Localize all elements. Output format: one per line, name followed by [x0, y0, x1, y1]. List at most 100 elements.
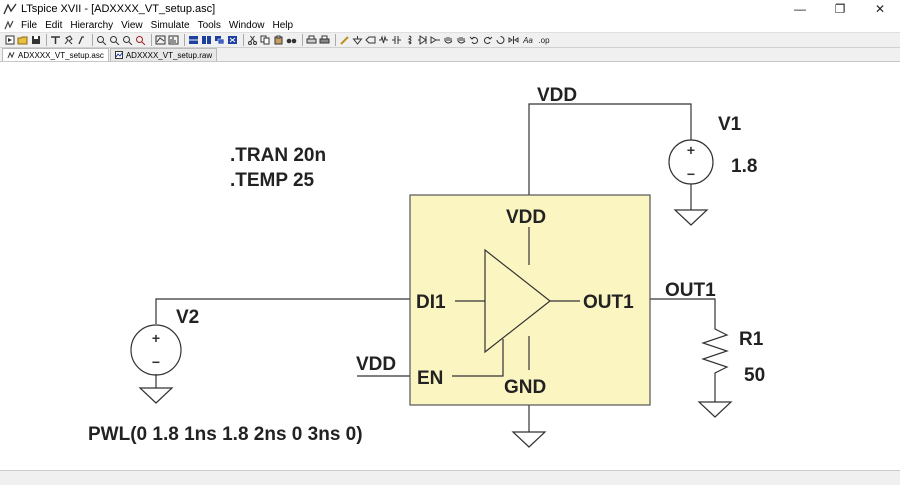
open-folder-icon[interactable] — [17, 35, 28, 46]
text-icon[interactable]: Aa — [523, 35, 533, 45]
v2-source[interactable] — [130, 324, 182, 376]
v2-name[interactable]: V2 — [176, 307, 199, 328]
menu-edit[interactable]: Edit — [45, 19, 63, 31]
restore-button[interactable]: ❐ — [834, 2, 846, 16]
label-net-icon[interactable] — [365, 35, 376, 46]
new-schematic-icon[interactable] — [4, 35, 15, 46]
tile-horizontal-icon[interactable] — [188, 35, 199, 46]
control-panel-icon[interactable] — [50, 35, 61, 46]
toolbar-separator — [151, 34, 152, 46]
v1-minus-sign: − — [687, 166, 695, 182]
ground-icon[interactable] — [352, 35, 363, 46]
ltspice-app-icon[interactable] — [3, 2, 17, 16]
pin-label-vdd: VDD — [506, 207, 546, 228]
ground-symbol-v1[interactable] — [673, 209, 709, 226]
zoom-out-icon[interactable] — [122, 35, 133, 46]
spice-directive-temp[interactable]: .TEMP 25 — [230, 170, 315, 191]
status-bar — [0, 470, 900, 485]
tab-schematic[interactable]: ADXXXX_VT_setup.asc — [2, 48, 109, 61]
save-icon[interactable] — [30, 35, 41, 46]
pin-label-gnd: GND — [504, 377, 546, 398]
toolbar-separator — [46, 34, 47, 46]
pin-label-di1: DI1 — [416, 292, 446, 313]
menu-file[interactable]: File — [21, 19, 38, 31]
ground-symbol-v2[interactable] — [138, 387, 174, 404]
net-label-vdd-top[interactable]: VDD — [537, 85, 577, 106]
zoom-in-icon[interactable] — [96, 35, 107, 46]
pan-icon[interactable] — [109, 35, 120, 46]
r1-value[interactable]: 50 — [744, 365, 765, 386]
schematic-canvas[interactable]: + − + − .TRAN 20n .TEMP 25 VDD V1 1.8 VD… — [0, 62, 900, 470]
print-icon[interactable] — [319, 35, 330, 46]
document-tabs: ADXXXX_VT_setup.asc ADXXXX_VT_setup.raw — [0, 48, 900, 62]
menu-help[interactable]: Help — [272, 19, 294, 31]
v1-plus-sign: + — [687, 142, 695, 158]
pin-label-en: EN — [417, 368, 443, 389]
cascade-icon[interactable] — [214, 35, 225, 46]
find-icon[interactable] — [286, 35, 297, 46]
waveform-doc-icon — [114, 51, 123, 59]
r1-name[interactable]: R1 — [739, 329, 764, 350]
toolbar-separator — [302, 34, 303, 46]
menu-bar: File Edit Hierarchy View Simulate Tools … — [0, 18, 900, 32]
capacitor-icon[interactable] — [391, 35, 402, 46]
toolbar: Aa .op — [0, 32, 900, 48]
minimize-button[interactable]: — — [794, 2, 806, 16]
undo-icon[interactable] — [469, 35, 480, 46]
print-preview-icon[interactable] — [306, 35, 317, 46]
resistor-icon[interactable] — [378, 35, 389, 46]
rotate-icon[interactable] — [495, 35, 506, 46]
toolbar-separator — [335, 34, 336, 46]
menu-hierarchy[interactable]: Hierarchy — [70, 19, 114, 31]
v1-value[interactable]: 1.8 — [731, 156, 757, 177]
tile-vertical-icon[interactable] — [201, 35, 212, 46]
diode-icon[interactable] — [417, 35, 428, 46]
paste-icon[interactable] — [273, 35, 284, 46]
zoom-fit-icon[interactable] — [135, 35, 146, 46]
inductor-icon[interactable] — [404, 35, 415, 46]
v2-value[interactable]: PWL(0 1.8 1ns 1.8 2ns 0 3ns 0) — [88, 424, 363, 445]
fft-icon[interactable] — [168, 35, 179, 46]
wire-out1-net[interactable] — [650, 298, 716, 324]
menu-simulate[interactable]: Simulate — [150, 19, 190, 31]
run-icon[interactable] — [63, 35, 74, 46]
net-label-vdd-en[interactable]: VDD — [356, 354, 396, 375]
ground-symbol-block[interactable] — [511, 431, 547, 448]
pin-label-out1: OUT1 — [583, 292, 634, 313]
move-hand-icon[interactable] — [443, 35, 454, 46]
schematic-doc-icon[interactable] — [4, 20, 14, 30]
toolbar-separator — [184, 34, 185, 46]
wire-vdd-net[interactable] — [528, 103, 692, 195]
menu-tools[interactable]: Tools — [197, 19, 221, 31]
toolbar-separator — [243, 34, 244, 46]
drag-hand-icon[interactable] — [456, 35, 467, 46]
tab-waveform[interactable]: ADXXXX_VT_setup.raw — [109, 48, 218, 61]
net-label-out1[interactable]: OUT1 — [665, 280, 716, 301]
v1-source[interactable] — [668, 139, 714, 185]
spice-directive-tran[interactable]: .TRAN 20n — [230, 145, 326, 166]
close-button[interactable]: ✕ — [874, 2, 886, 16]
r1-resistor[interactable] — [701, 324, 729, 380]
wire-di1-net[interactable] — [155, 298, 410, 324]
copy-icon[interactable] — [260, 35, 271, 46]
schematic-doc-icon — [7, 51, 15, 59]
v2-minus-sign: − — [152, 354, 160, 370]
window-title: LTspice XVII - [ADXXXX_VT_setup.asc] — [21, 3, 216, 15]
title-bar: LTspice XVII - [ADXXXX_VT_setup.asc] — ❐… — [0, 0, 900, 18]
component-icon[interactable] — [430, 35, 441, 46]
close-all-icon[interactable] — [227, 35, 238, 46]
v1-name[interactable]: V1 — [718, 114, 742, 135]
draw-wire-icon[interactable] — [339, 35, 350, 46]
halt-icon[interactable] — [76, 35, 87, 46]
cut-icon[interactable] — [247, 35, 258, 46]
toolbar-separator — [92, 34, 93, 46]
menu-window[interactable]: Window — [228, 19, 265, 31]
mirror-icon[interactable] — [508, 35, 519, 46]
v2-plus-sign: + — [152, 330, 160, 346]
ground-symbol-r1[interactable] — [697, 401, 733, 418]
menu-view[interactable]: View — [121, 19, 143, 31]
tab-label: ADXXXX_VT_setup.raw — [125, 50, 213, 60]
autorange-icon[interactable] — [155, 35, 166, 46]
redo-icon[interactable] — [482, 35, 493, 46]
spice-directive-icon[interactable]: .op — [538, 35, 550, 45]
